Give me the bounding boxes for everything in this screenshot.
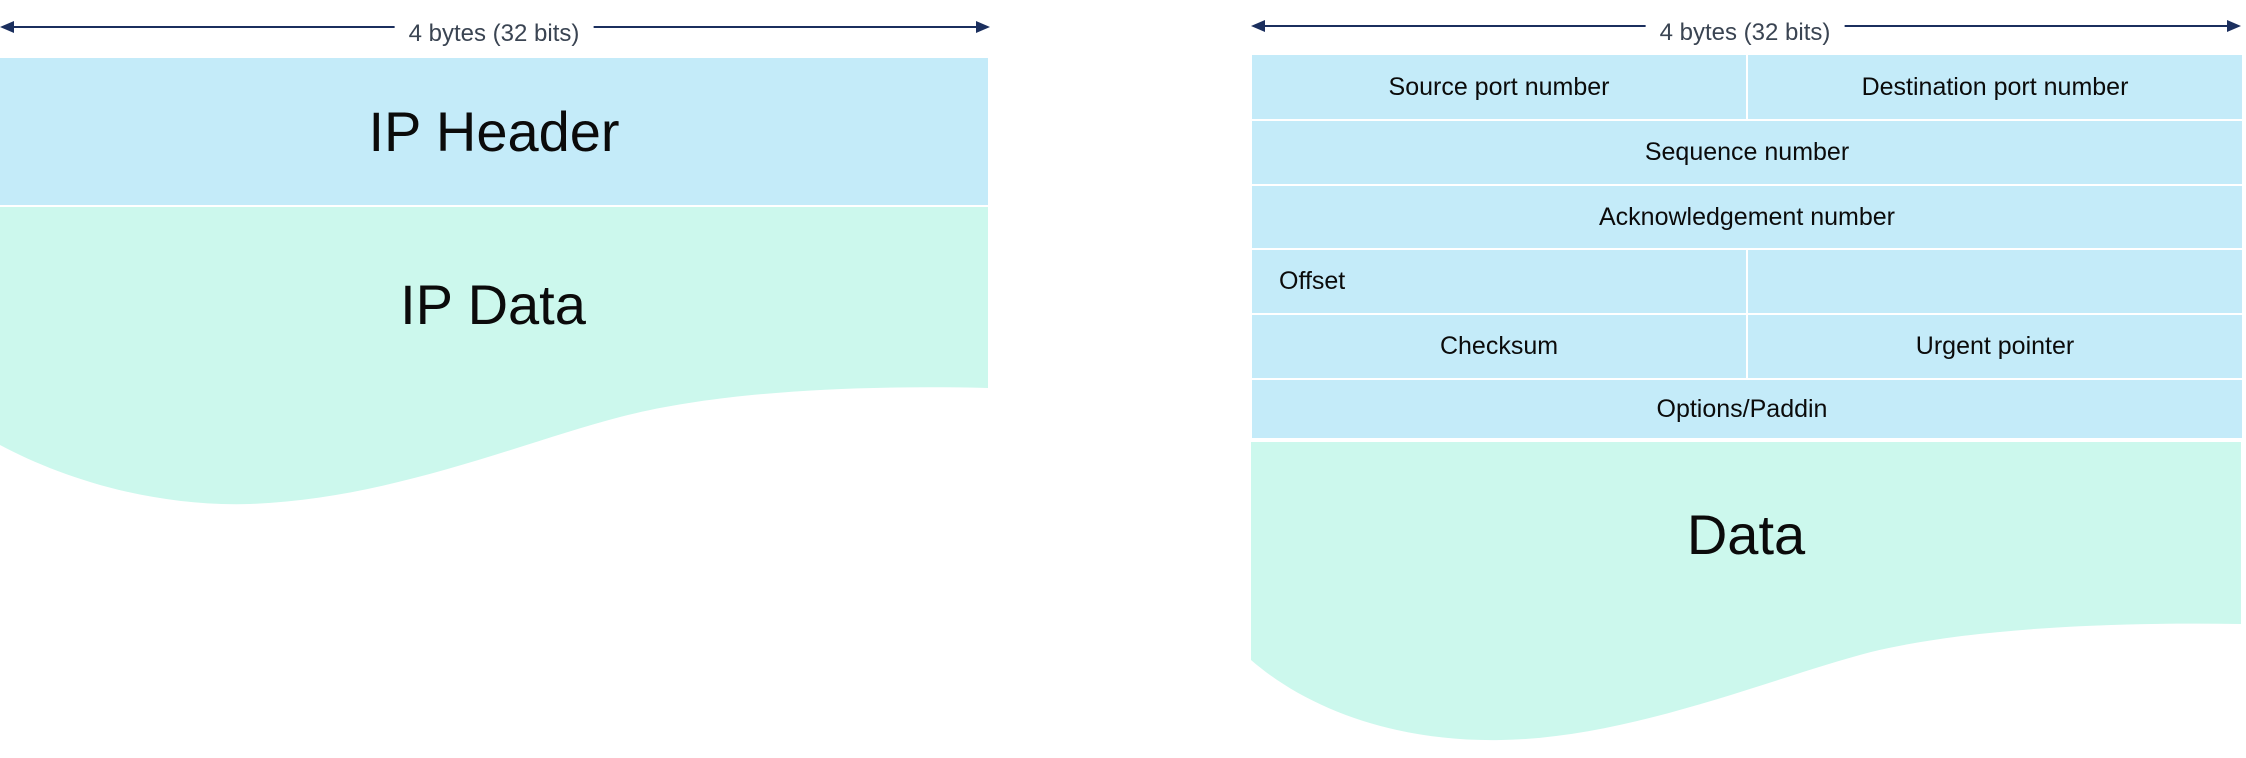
ip-data-block <box>0 207 988 505</box>
ack-number-label: Acknowledgement number <box>1599 202 1895 231</box>
source-port-label: Source port number <box>1388 72 1610 101</box>
window-field <box>1748 250 2242 313</box>
options-padding-label: Options/Paddin <box>1656 394 1828 423</box>
sequence-number-label: Sequence number <box>1644 138 1850 166</box>
destination-port-label: Destination port number <box>1861 72 2129 101</box>
checksum-field: Checksum <box>1252 315 1746 378</box>
checksum-label: Checksum <box>1439 332 1559 360</box>
right-width-label: 4 bytes (32 bits) <box>1645 19 1845 47</box>
right-width-indicator: 4 bytes (32 bits) <box>1251 11 2241 47</box>
left-width-label: 4 bytes (32 bits) <box>394 20 594 48</box>
urgent-pointer-label: Urgent pointer <box>1915 332 2075 360</box>
destination-port-field: Destination port number <box>1748 55 2242 119</box>
offset-field: Offset <box>1252 250 1746 313</box>
ip-header-label: IP Header <box>368 100 620 163</box>
urgent-pointer-field: Urgent pointer <box>1748 315 2242 378</box>
ip-header-block: IP Header <box>0 58 988 205</box>
sequence-number-field: Sequence number <box>1252 121 2242 184</box>
left-width-indicator: 4 bytes (32 bits) <box>0 12 990 48</box>
tcp-data-block <box>1251 442 2241 741</box>
offset-label: Offset <box>1279 267 1346 295</box>
ip-data-label: IP Data <box>400 273 586 336</box>
ack-number-field: Acknowledgement number <box>1252 186 2242 248</box>
source-port-field: Source port number <box>1252 55 1746 119</box>
tcp-data-label: Data <box>1686 503 1806 566</box>
options-padding-field: Options/Paddin <box>1252 380 2242 438</box>
